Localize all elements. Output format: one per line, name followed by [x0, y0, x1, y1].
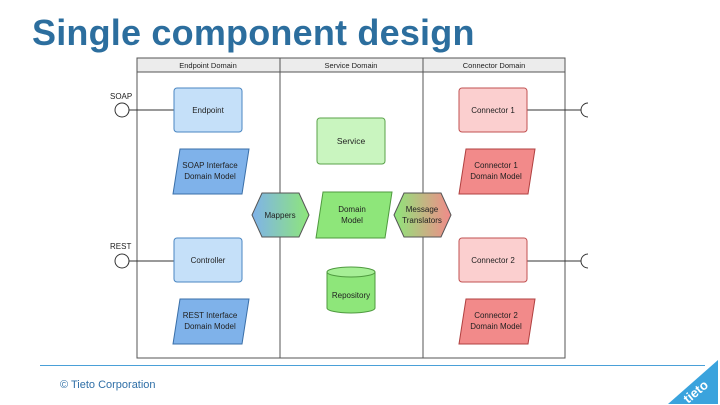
connector2-domain-model-shape	[458, 298, 536, 345]
soap-interface-model-shape	[172, 148, 250, 195]
rest-port-circle	[114, 253, 130, 269]
soap-interface-model-label-1: SOAP Interface	[182, 161, 238, 170]
footer-copyright: © Tieto Corporation	[60, 379, 156, 391]
soap-port-label: SOAP	[110, 92, 132, 101]
connector2-box	[458, 237, 528, 283]
soap-port-circle	[114, 102, 130, 118]
endpoint-box	[173, 87, 243, 133]
lane-header-bar	[136, 57, 566, 73]
rest-interface-model-shape	[172, 298, 250, 345]
right-port-mask	[588, 95, 608, 275]
domain-model-label-2: Model	[341, 216, 363, 225]
rest-interface-model-label-2: Domain Model	[184, 322, 236, 331]
lane-title-connector: Connector Domain	[463, 61, 526, 70]
rest-port-label: REST	[110, 242, 131, 251]
lane-title-service: Service Domain	[325, 61, 378, 70]
mappers-label: Mappers	[264, 211, 295, 220]
message-translators-hexagon	[393, 192, 452, 238]
endpoint-label: Endpoint	[192, 106, 224, 115]
soap-interface-model-label-2: Domain Model	[184, 172, 236, 181]
connector1-domain-model-shape	[458, 148, 536, 195]
message-translators-label-1: Message	[406, 205, 439, 214]
controller-label: Controller	[191, 256, 226, 265]
connector2-domain-model-label-1: Connector 2	[474, 311, 518, 320]
service-label: Service	[337, 136, 366, 146]
repository-cylinder	[326, 266, 376, 314]
service-box	[316, 117, 386, 165]
page-title: Single component design	[32, 12, 475, 53]
connector1-label: Connector 1	[471, 106, 515, 115]
rest-interface-model-label-1: REST Interface	[183, 311, 238, 320]
lane-title-endpoint: Endpoint Domain	[179, 61, 237, 70]
domain-model-label-1: Domain	[338, 205, 366, 214]
connector1-domain-model-label-2: Domain Model	[470, 172, 522, 181]
repository-label: Repository	[332, 291, 370, 300]
connector2-label: Connector 2	[471, 256, 515, 265]
footer-divider	[40, 365, 705, 366]
domain-model-shape	[315, 191, 393, 239]
logo-badge	[668, 360, 718, 404]
mappers-hexagon	[251, 192, 310, 238]
connector1-domain-model-label-1: Connector 1	[474, 161, 518, 170]
connector1-box	[458, 87, 528, 133]
tieto-logo: tieto	[668, 360, 718, 404]
connector2-domain-model-label-2: Domain Model	[470, 322, 522, 331]
controller-box	[173, 237, 243, 283]
message-translators-label-2: Translators	[402, 216, 442, 225]
